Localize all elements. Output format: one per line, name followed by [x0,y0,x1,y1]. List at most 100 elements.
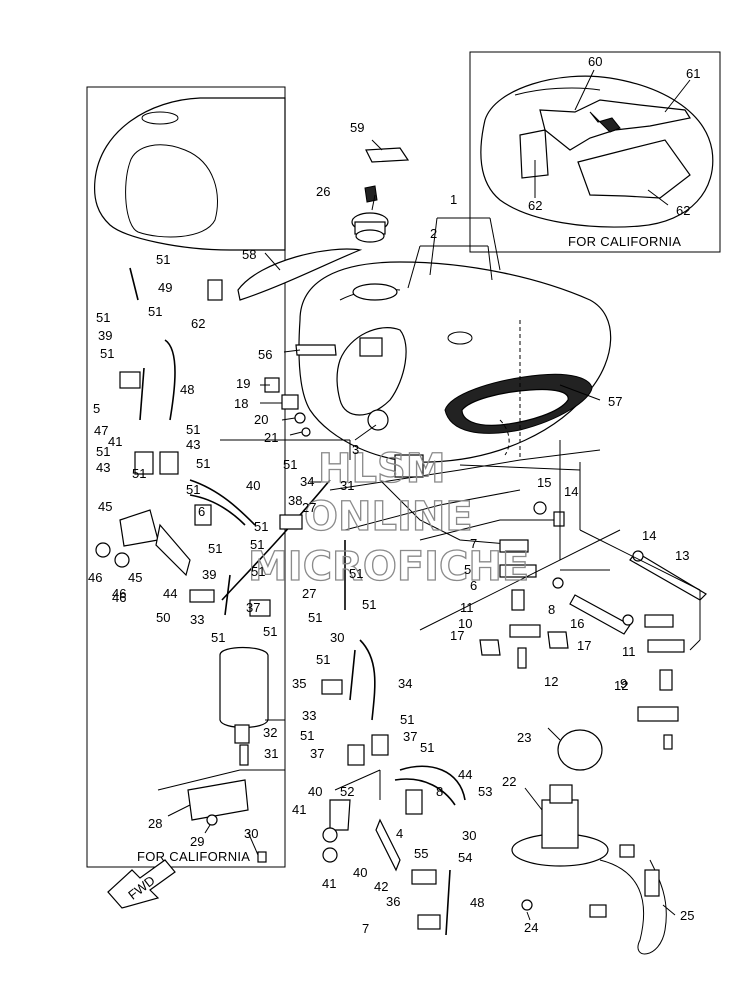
callout-51: 51 [400,712,414,727]
callout-51: 51 [156,252,170,267]
callout-12: 12 [544,674,558,689]
callout-54: 54 [458,850,472,865]
misc-small-parts [95,279,441,930]
callout-44: 44 [163,586,177,601]
callout-20: 20 [254,412,268,427]
callout-48: 48 [180,382,194,397]
callout-7: 7 [470,536,477,551]
fwd-arrow: FWD [107,859,176,909]
callout-59: 59 [350,120,364,135]
callout-34: 34 [398,676,412,691]
callout-2: 2 [430,226,437,241]
callout-46: 46 [88,570,102,585]
callout-4: 4 [396,826,403,841]
callout-15: 15 [537,475,551,490]
callout-60: 60 [588,54,602,69]
callout-36: 36 [386,894,400,909]
callout-51: 51 [186,422,200,437]
callout-51: 51 [349,566,363,581]
callout-30: 30 [462,828,476,843]
callout-51: 51 [263,624,277,639]
callout-27: 27 [302,500,316,515]
callout-45: 45 [98,499,112,514]
callout-51: 51 [254,519,268,534]
callout-51: 51 [132,466,146,481]
callout-40: 40 [246,478,260,493]
callout-62: 62 [676,203,690,218]
callout-5: 5 [93,401,100,416]
callout-38: 38 [288,493,302,508]
callout-53: 53 [478,784,492,799]
callout-51: 51 [283,457,297,472]
callout-31: 31 [264,746,278,761]
callout-11: 11 [460,600,474,615]
callout-57: 57 [608,394,622,409]
callout-8: 8 [548,602,555,617]
left-tank-outline [93,97,286,251]
left-hoses [129,267,466,936]
callout-26: 26 [316,184,330,199]
callout-61: 61 [686,66,700,81]
california-label-inset: FOR CALIFORNIA [568,234,681,249]
callout-34: 34 [300,474,314,489]
svg-text:HLSM: HLSM [318,446,446,492]
rear-mount-parts [479,501,707,750]
callout-numbers: 1235678101112131414151617171819202122232… [88,54,700,936]
callout-7: 7 [362,921,369,936]
callout-51: 51 [300,728,314,743]
callout-17: 17 [577,638,591,653]
callout-51: 51 [186,482,200,497]
callout-37: 37 [403,729,417,744]
callout-21: 21 [264,430,278,445]
callout-56: 56 [258,347,272,362]
callout-1: 1 [450,192,457,207]
tank-trim-strip [237,248,363,301]
callout-51: 51 [208,541,222,556]
callout-51: 51 [308,610,322,625]
callout-11: 11 [622,644,636,659]
callout-51: 51 [96,310,110,325]
california-box-left [86,86,286,868]
callout-51: 51 [148,304,162,319]
callout-16: 16 [570,616,584,631]
callout-32: 32 [263,725,277,740]
callout-51: 51 [316,652,330,667]
callout-24: 24 [524,920,538,935]
callout-43: 43 [96,460,110,475]
callout-30: 30 [330,630,344,645]
callout-37: 37 [246,600,260,615]
callout-58: 58 [242,247,256,262]
callout-14: 14 [564,484,578,499]
callout-41: 41 [292,802,306,817]
callout-51: 51 [211,630,225,645]
callout-28: 28 [148,816,162,831]
leader-lines [157,139,701,921]
rod [295,344,337,356]
callout-37: 37 [310,746,324,761]
callout-39: 39 [202,567,216,582]
callout-62: 62 [528,198,542,213]
callout-51: 51 [251,564,265,579]
inset-tank [480,75,714,228]
callout-55: 55 [414,846,428,861]
callout-18: 18 [234,396,248,411]
callout-12: 12 [614,678,628,693]
callout-51: 51 [196,456,210,471]
callout-41: 41 [108,434,122,449]
callout-52: 52 [340,784,354,799]
callout-25: 25 [680,908,694,923]
callout-41: 41 [322,876,336,891]
callout-27: 27 [302,586,316,601]
callout-9: 9 [620,676,627,691]
canister [219,646,269,766]
callout-51: 51 [250,537,264,552]
callout-22: 22 [502,774,516,789]
fuel-pump-assembly [511,729,667,955]
callout-17: 17 [450,628,464,643]
callout-46: 46 [112,590,126,605]
callout-8: 8 [436,784,443,799]
california-inset-box [469,51,721,253]
callout-33: 33 [302,708,316,723]
callout-10: 10 [458,616,472,631]
emblem-label [365,147,410,163]
